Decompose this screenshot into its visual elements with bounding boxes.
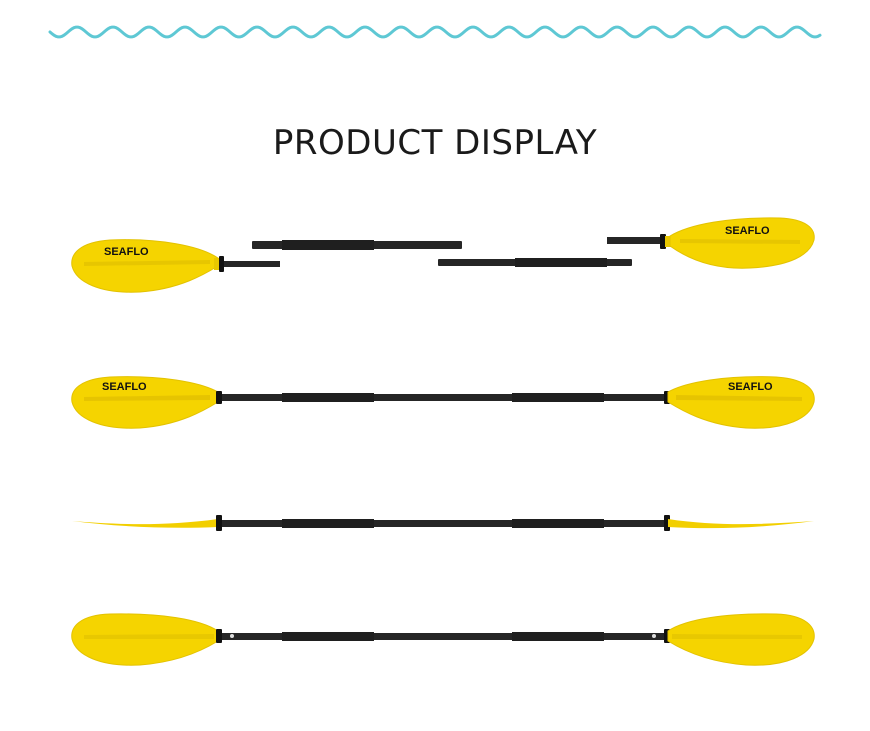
right-blade xyxy=(667,613,815,666)
right-blade-section: SEAFLO xyxy=(607,217,815,269)
left-blade-logo: SEAFLO xyxy=(102,381,147,393)
right-blade-edge xyxy=(668,519,814,529)
right-blade-logo: SEAFLO xyxy=(728,381,773,393)
right-blade-logo: SEAFLO xyxy=(725,225,770,237)
paddle-assembled-side xyxy=(72,515,814,531)
right-blade xyxy=(667,376,815,429)
left-blade xyxy=(71,239,219,293)
left-blade xyxy=(71,376,219,429)
left-shaft-section xyxy=(252,240,462,250)
right-shaft-section xyxy=(438,258,632,267)
left-blade-edge xyxy=(72,519,218,528)
paddle-disassembled: SEAFLO SEAFLO xyxy=(71,217,815,293)
shaft xyxy=(220,633,666,640)
left-blade xyxy=(71,613,219,666)
left-blade-logo: SEAFLO xyxy=(104,246,149,258)
wave-divider xyxy=(48,25,822,39)
paddle-assembled-front: SEAFLO SEAFLO xyxy=(71,376,815,429)
left-blade-section: SEAFLO xyxy=(71,239,280,293)
paddle-assembled-back xyxy=(71,613,815,666)
page-title: PRODUCT DISPLAY xyxy=(272,122,598,163)
shaft xyxy=(220,394,666,401)
shaft xyxy=(220,520,666,527)
